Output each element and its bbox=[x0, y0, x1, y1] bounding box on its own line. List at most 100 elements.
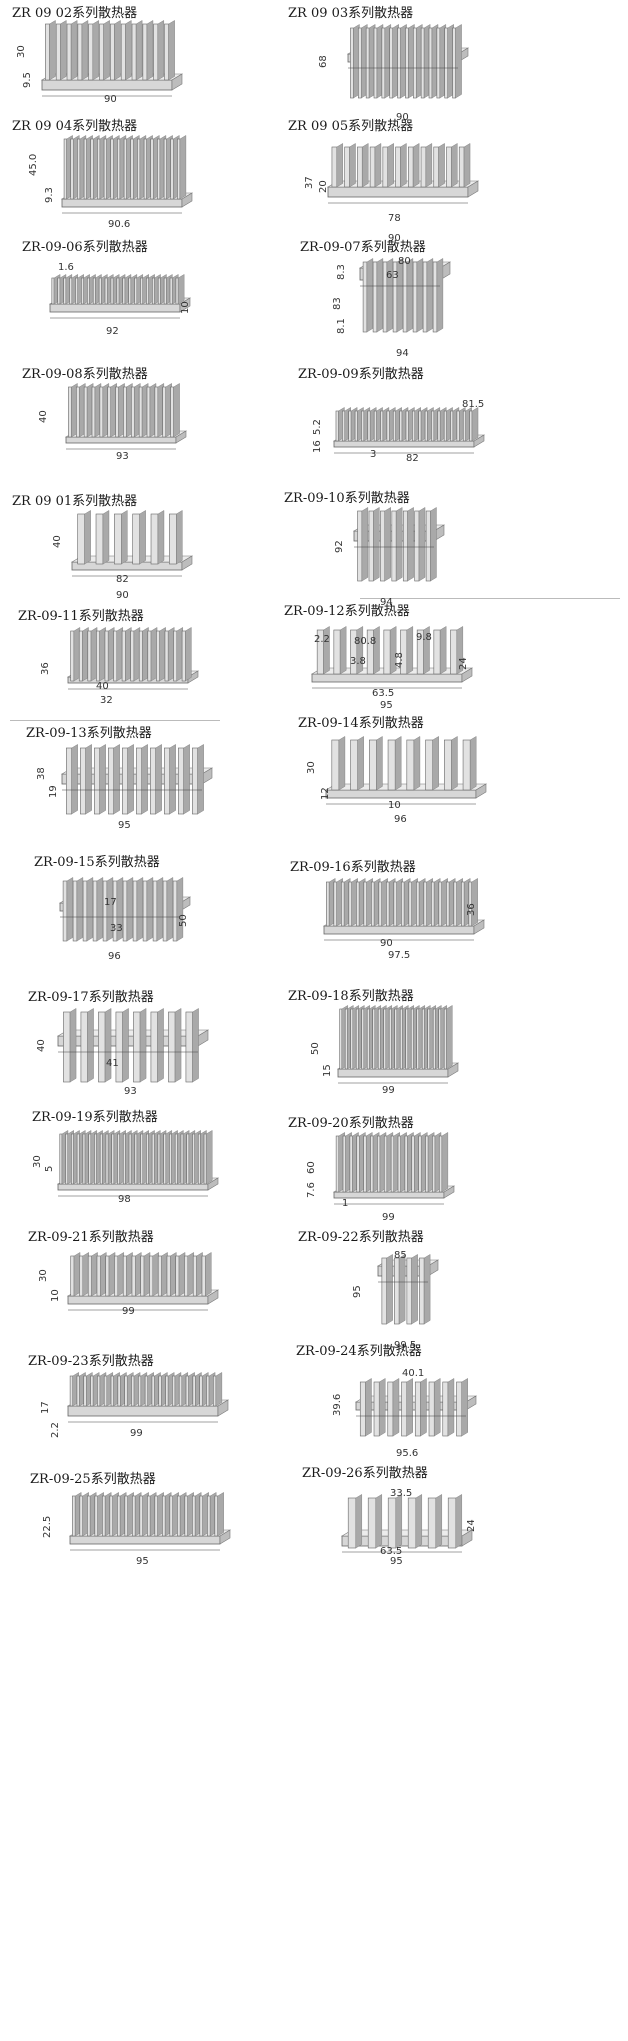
fin bbox=[77, 23, 83, 81]
fin-side bbox=[99, 744, 106, 815]
fin bbox=[192, 1495, 196, 1537]
fin bbox=[401, 1381, 408, 1437]
fin bbox=[131, 1375, 135, 1407]
heatsink-item: ZR-09-08系列散热器 40 93 bbox=[22, 363, 322, 503]
fin-side bbox=[121, 510, 128, 565]
fin bbox=[370, 1135, 374, 1193]
fin-side bbox=[104, 1008, 112, 1083]
fin bbox=[394, 1008, 398, 1070]
fin-side bbox=[412, 143, 420, 188]
fin-side bbox=[196, 1252, 203, 1297]
fin bbox=[110, 277, 114, 305]
heatsink-profile bbox=[56, 1130, 220, 1197]
fin bbox=[433, 629, 441, 675]
heatsink-drawing: 22.5 95 bbox=[42, 1492, 232, 1567]
fin-side bbox=[136, 877, 144, 942]
heatsink-profile bbox=[40, 20, 184, 97]
heatsink-drawing: 30 12 10 96 bbox=[306, 736, 488, 825]
fin bbox=[59, 1133, 63, 1185]
fin bbox=[428, 1381, 435, 1437]
fin bbox=[144, 1375, 149, 1407]
heatsink-profile bbox=[336, 1005, 460, 1084]
fin-side bbox=[170, 1252, 177, 1297]
fin-side bbox=[392, 1378, 400, 1437]
fin bbox=[207, 1495, 211, 1537]
fin-side bbox=[217, 1492, 224, 1537]
heatsink-drawing: 40 82 90 bbox=[52, 510, 194, 601]
dim-label: 7.6 bbox=[306, 1182, 317, 1198]
dim-label: 40 bbox=[52, 535, 63, 548]
base-plate-side bbox=[467, 180, 479, 198]
fin bbox=[130, 630, 135, 682]
fin-side bbox=[192, 1008, 199, 1083]
fin-side bbox=[169, 744, 176, 815]
fin bbox=[357, 146, 363, 188]
heatsink-profile bbox=[66, 1372, 230, 1423]
fin-side bbox=[430, 507, 437, 582]
heatsink-item: ZR-09-23系列散热器 17 2.2 99 bbox=[28, 1350, 328, 1490]
heatsink-profile bbox=[340, 1494, 474, 1553]
fin bbox=[348, 410, 352, 442]
fin-side bbox=[366, 258, 374, 333]
fin-side bbox=[395, 507, 403, 582]
base-plate bbox=[61, 198, 183, 208]
dim-label: 38 bbox=[36, 767, 47, 780]
heatsink-drawing: 17 33 50 96 bbox=[58, 877, 192, 962]
dim-label: 96 bbox=[108, 951, 121, 962]
fin bbox=[103, 138, 107, 200]
fin-side bbox=[446, 1005, 453, 1070]
dim-label: 4.8 bbox=[394, 652, 405, 668]
fin bbox=[169, 1133, 172, 1185]
fin-side bbox=[176, 877, 184, 942]
dim-label: 50 bbox=[178, 914, 189, 927]
base-plate bbox=[65, 436, 177, 444]
dim-label: 33 bbox=[110, 923, 123, 934]
fin bbox=[162, 880, 168, 942]
dim-label: 99 bbox=[122, 1306, 135, 1317]
heatsink-profile bbox=[376, 1254, 440, 1325]
fin bbox=[133, 1011, 141, 1083]
heatsink-item: ZR-09-20系列散热器 60 7.6 1 99 bbox=[288, 1112, 588, 1252]
heatsink-item: ZR-09-10系列散热器 92 94 bbox=[284, 487, 584, 627]
fin bbox=[150, 747, 156, 815]
heatsink-drawing: 45.0 9.3 90.6 bbox=[28, 135, 194, 230]
fin-side bbox=[416, 258, 424, 333]
fin bbox=[163, 1133, 167, 1185]
fin bbox=[214, 1495, 218, 1537]
fin bbox=[453, 881, 457, 927]
fin bbox=[366, 1008, 370, 1070]
fin-side bbox=[69, 1008, 77, 1083]
fin bbox=[92, 277, 96, 305]
fin bbox=[378, 881, 382, 927]
fin bbox=[45, 23, 50, 81]
fin bbox=[192, 747, 198, 815]
fin bbox=[81, 277, 84, 305]
fin bbox=[458, 146, 465, 188]
item-title: ZR-09-11系列散热器 bbox=[18, 609, 144, 624]
dim-label: 41 bbox=[106, 1058, 119, 1069]
fin bbox=[164, 747, 170, 815]
dim-label: 8.1 bbox=[336, 318, 347, 334]
fin-side bbox=[423, 626, 430, 675]
fin bbox=[416, 1008, 420, 1070]
fin-side bbox=[432, 736, 439, 791]
dim-label: 81.5 bbox=[462, 399, 484, 410]
fin bbox=[408, 146, 414, 188]
fin bbox=[88, 1133, 92, 1185]
fin bbox=[128, 1133, 132, 1185]
fin bbox=[70, 1255, 75, 1297]
heatsink-drawing: 5.2 16 3 82 81.5 bbox=[312, 399, 486, 464]
heatsink-profile bbox=[352, 507, 446, 582]
fin bbox=[412, 410, 416, 442]
fin bbox=[95, 513, 104, 565]
fin bbox=[150, 138, 154, 200]
heatsink-drawing: 37 20 78 90 bbox=[304, 143, 480, 244]
fin bbox=[51, 277, 55, 305]
fin-side bbox=[375, 1494, 383, 1549]
fin bbox=[68, 386, 72, 438]
fin bbox=[75, 277, 79, 305]
fin bbox=[412, 27, 417, 99]
fin-side bbox=[439, 626, 447, 675]
dim-label: 82 bbox=[116, 574, 129, 585]
fin bbox=[432, 1135, 436, 1193]
